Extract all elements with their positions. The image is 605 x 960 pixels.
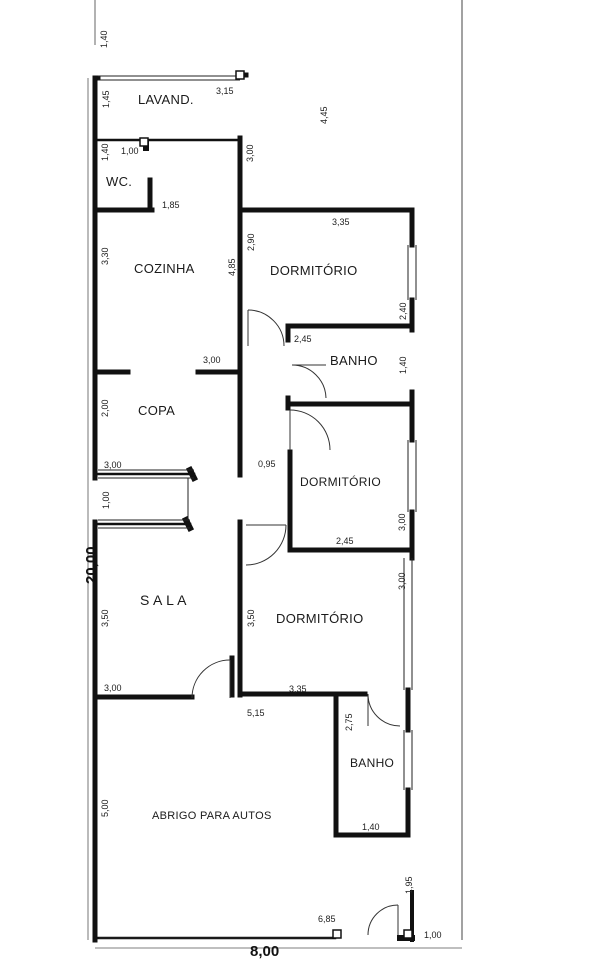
dimension-lavand-width: 3,15 [216, 86, 234, 96]
dimension-garage-width: 6,85 [318, 914, 336, 924]
dimension-banho2-height: 2,75 [344, 713, 354, 731]
dimension-kitchen-height: 3,30 [100, 247, 110, 265]
dimension-passage: 1,00 [101, 491, 111, 509]
room-label-banho-1: BANHO [330, 353, 378, 368]
windows [98, 75, 417, 939]
column-marker [403, 929, 413, 939]
room-label-abrigo: ABRIGO PARA AUTOS [152, 810, 272, 822]
dimension-total-length: 20,00 [83, 546, 100, 584]
dimension-total-width: 8,00 [250, 943, 280, 960]
dimension-kitchen-right: 3,00 [245, 144, 255, 162]
dimension-door-width: 0,95 [258, 459, 276, 469]
door-swings [191, 309, 401, 936]
dimension-garage-height: 5,00 [100, 799, 110, 817]
room-label-cozinha: COZINHA [134, 261, 195, 276]
dimension-copa-height: 2,00 [100, 399, 110, 417]
room-label-lavanderia: LAVAND. [138, 92, 194, 107]
room-label-dormitorio-2: DORMITÓRIO [300, 475, 381, 489]
dimension-top-left-edge: 1,40 [99, 30, 109, 48]
room-label-banho-2: BANHO [350, 756, 395, 770]
room-label-dormitorio-3: DORMITÓRIO [276, 611, 364, 626]
dimension-dorm2-width: 2,45 [336, 536, 354, 546]
room-label-wc: WC. [106, 174, 133, 189]
dimension-dorm3-right: 3,00 [397, 572, 407, 590]
column-marker [332, 929, 342, 939]
dimension-lavand-height: 1,45 [101, 90, 111, 108]
dimension-kitchen-width: 3,00 [203, 355, 221, 365]
dimension-kitchen-inner: 4,85 [227, 258, 237, 276]
dimension-right-setback: 4,45 [319, 106, 329, 124]
dimension-copa-width: 3,00 [104, 460, 122, 470]
room-label-dormitorio-1: DORMITÓRIO [270, 263, 358, 278]
dimension-banho2-width: 1,40 [362, 822, 380, 832]
dimension-wc-height: 1,40 [100, 143, 110, 161]
dimension-wc-width: 1,00 [121, 146, 139, 156]
dimension-dorm1-right: 2,40 [398, 302, 408, 320]
room-label-sala: S A L A [140, 592, 187, 608]
dimension-dorm3-width: 3,35 [289, 684, 307, 694]
dimension-sala-width: 3,00 [104, 683, 122, 693]
dimension-dorm1-height: 2,90 [246, 233, 256, 251]
dimension-banho1-height: 1,40 [398, 356, 408, 374]
column-marker [139, 137, 149, 147]
dimension-gate-width: 1,00 [424, 930, 442, 940]
dimension-corridor: 5,15 [247, 708, 265, 718]
dimension-sala-height: 3,50 [100, 609, 110, 627]
dimension-wc-bottom: 1,85 [162, 200, 180, 210]
room-label-copa: COPA [138, 403, 176, 418]
dimension-dorm2-height: 3,00 [397, 513, 407, 531]
dimension-side-gap: 1,95 [404, 876, 414, 894]
dimension-banho1-width: 2,45 [294, 334, 312, 344]
column-marker [235, 70, 245, 80]
dimension-dorm1-width: 3,35 [332, 217, 350, 227]
dimension-dorm3-height: 3,50 [246, 609, 256, 627]
